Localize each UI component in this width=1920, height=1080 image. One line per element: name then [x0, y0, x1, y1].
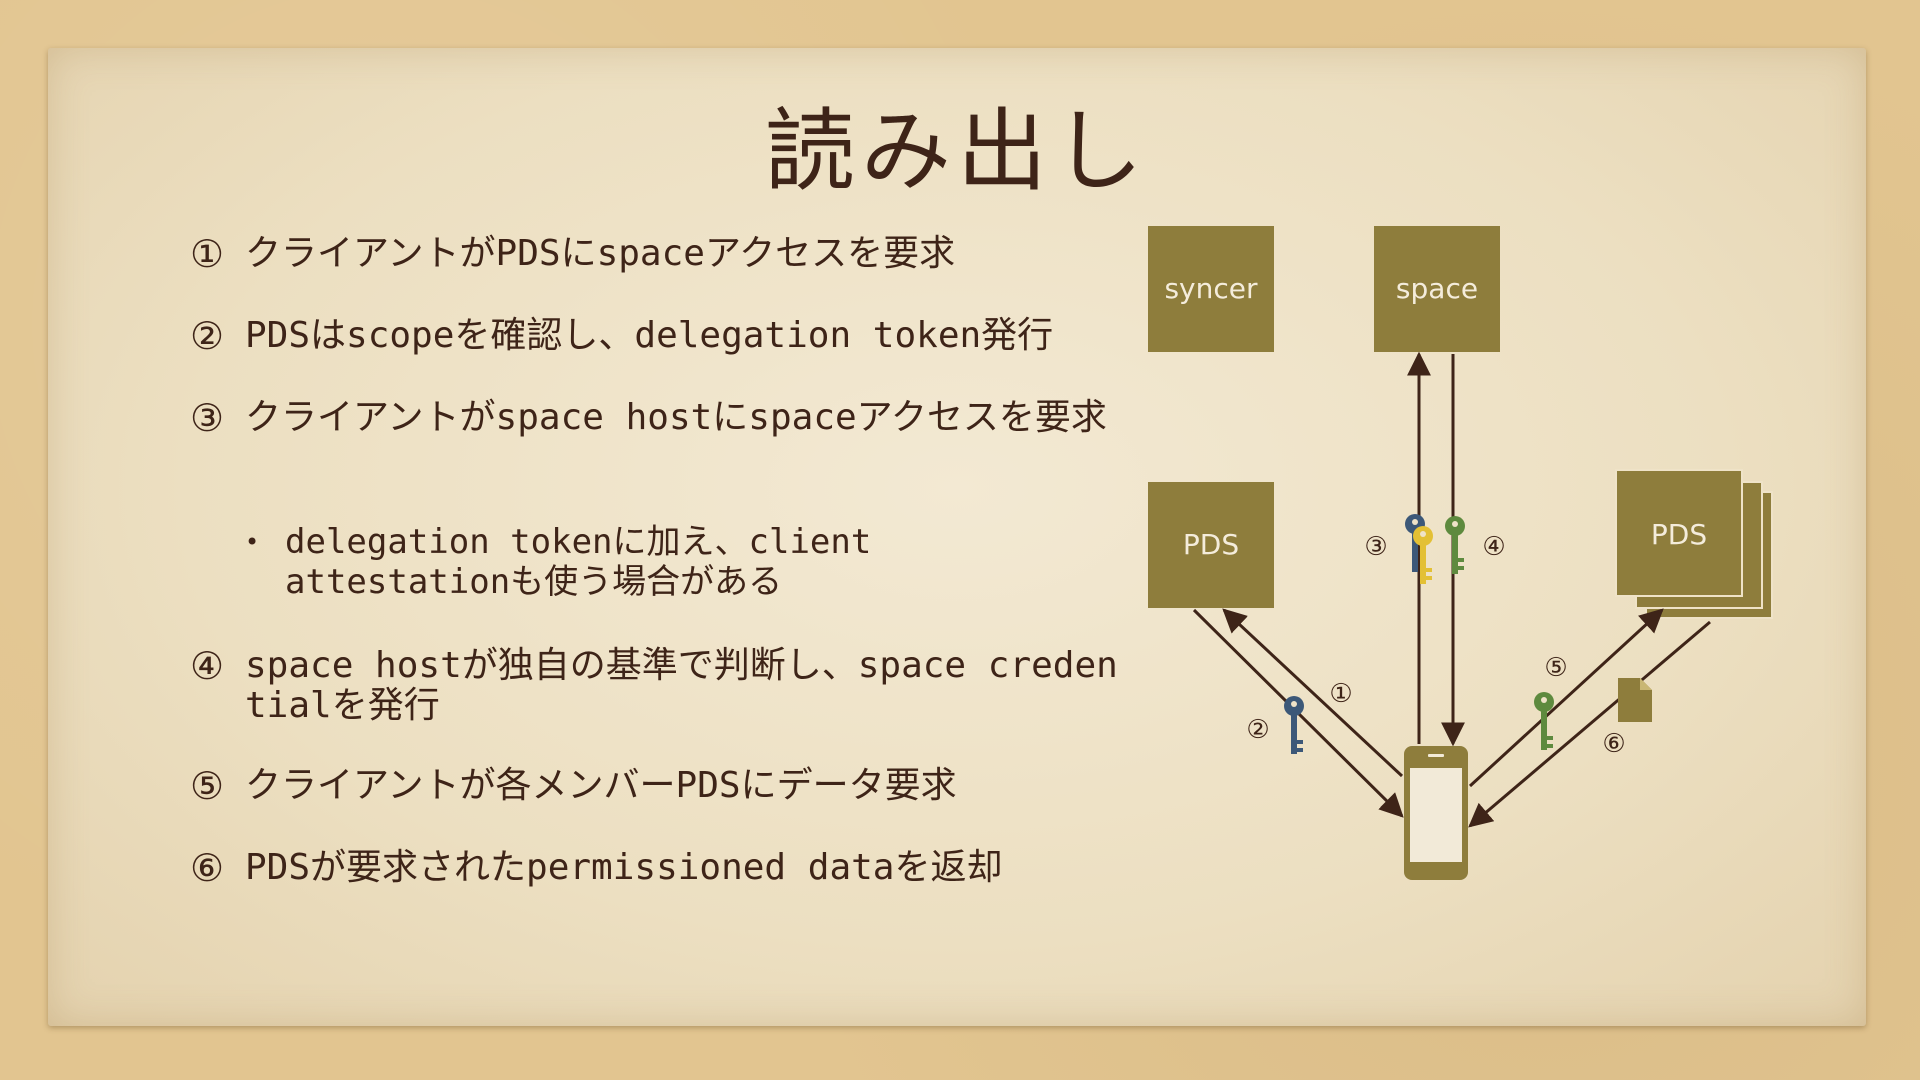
bullet-marker: •	[245, 528, 260, 556]
space-label: space	[1396, 272, 1478, 305]
marker-3: ③	[1364, 532, 1387, 562]
key-green-icon	[1534, 692, 1554, 750]
pds-left-label: PDS	[1183, 528, 1239, 561]
step-number: ⑤	[190, 764, 225, 808]
step-text: クライアントがspace hostにspaceアクセスを要求	[245, 397, 1107, 438]
flow-diagram: syncer space PDS PDS	[1148, 226, 1773, 880]
step-5: ⑤ クライアントが各メンバーPDSにデータ要求	[190, 764, 1130, 808]
marker-2: ②	[1246, 715, 1269, 745]
slide-title: 読み出し	[765, 99, 1149, 204]
step-number: ②	[190, 314, 225, 358]
pds-right-label: PDS	[1651, 518, 1707, 551]
sub-bullet: • delegation tokenに加え、client attestation…	[245, 522, 1105, 602]
step-1: ① クライアントがPDSにspaceアクセスを要求	[190, 232, 1130, 276]
step-text: PDSはscopeを確認し、delegation token発行	[245, 315, 1054, 356]
step-number: ④	[190, 644, 225, 688]
step-text: space hostが独自の基準で判断し、space credentialを発行	[245, 645, 1118, 726]
slide-paper: 読み出し ① クライアントがPDSにspaceアクセスを要求 ② PDSはsco…	[48, 48, 1866, 1026]
step-3: ③ クライアントがspace hostにspaceアクセスを要求	[190, 396, 1130, 440]
syncer-label: syncer	[1164, 272, 1258, 305]
marker-4: ④	[1482, 532, 1505, 562]
step-number: ①	[190, 232, 225, 276]
marker-6: ⑥	[1602, 729, 1625, 759]
arrow-phone-to-pds-right	[1468, 608, 1664, 788]
key-blue-icon	[1284, 696, 1304, 754]
step-number: ⑥	[190, 846, 225, 890]
marker-5: ⑤	[1544, 653, 1567, 683]
key-yellow-icon	[1413, 526, 1433, 584]
step-4: ④ space hostが独自の基準で判断し、space credentialを…	[190, 646, 1130, 726]
syncer-box: syncer	[1148, 226, 1274, 352]
pds-left-box: PDS	[1148, 482, 1274, 608]
space-box: space	[1374, 226, 1500, 352]
step-text: PDSが要求されたpermissioned dataを返却	[245, 847, 1003, 888]
arrow-phone-to-pds-left	[1222, 608, 1404, 778]
document-icon	[1618, 678, 1652, 722]
step-6: ⑥ PDSが要求されたpermissioned dataを返却	[190, 846, 1130, 890]
step-text: クライアントが各メンバーPDSにデータ要求	[245, 765, 957, 806]
arrow-pds-right-to-phone	[1468, 620, 1711, 828]
step-2: ② PDSはscopeを確認し、delegation token発行	[190, 314, 1130, 358]
sub-bullet-text: delegation tokenに加え、client attestationも使…	[285, 522, 872, 602]
pds-right-stack: PDS	[1615, 469, 1773, 619]
phone-icon	[1404, 746, 1468, 880]
key-green-icon	[1445, 516, 1465, 574]
step-number: ③	[190, 396, 225, 440]
marker-1: ①	[1329, 679, 1352, 709]
step-text: クライアントがPDSにspaceアクセスを要求	[245, 233, 956, 274]
